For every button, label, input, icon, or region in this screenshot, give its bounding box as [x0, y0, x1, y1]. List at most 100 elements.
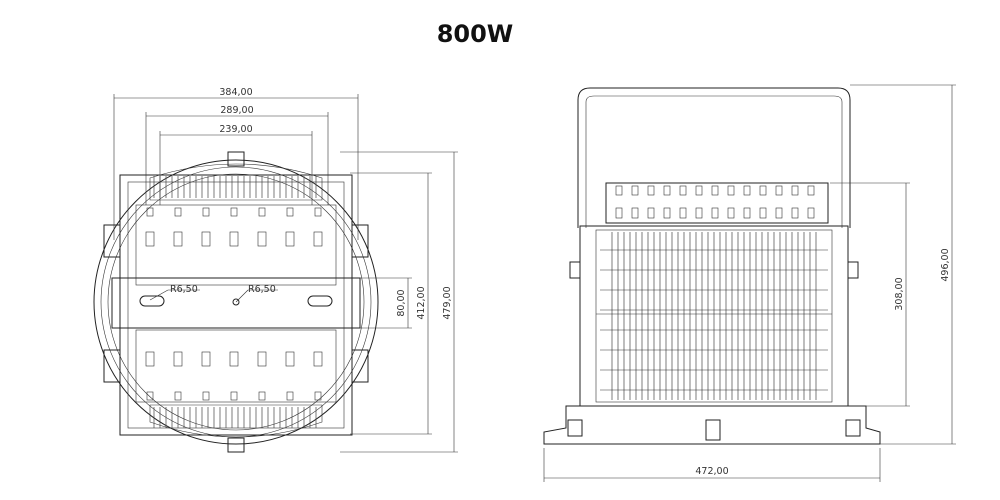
module-tab: [258, 207, 266, 217]
top-slot: [727, 185, 735, 196]
side-base: [543, 405, 881, 445]
module-slot: [313, 231, 323, 247]
top-slot: [647, 185, 655, 196]
side-view: 308,00 496,00 472,00: [543, 84, 956, 482]
module-slot: [201, 231, 211, 247]
clamp-top: [227, 151, 245, 167]
dim-width-overall: 384,00: [219, 87, 252, 98]
clamp-right-top: [351, 224, 369, 258]
top-slot: [727, 207, 735, 219]
module-slot: [145, 351, 155, 367]
handle-inner: [585, 95, 843, 228]
module-tab: [202, 391, 210, 401]
clamp-left-bottom: [103, 349, 121, 383]
bottom-fin-band: [149, 404, 323, 438]
side-dimensions: [543, 84, 956, 482]
clamp-right-bottom: [351, 349, 369, 383]
side-fins: [600, 232, 828, 400]
module-slot: [257, 231, 267, 247]
dim-side-overall-height: 496,00: [940, 248, 951, 281]
module-slot: [313, 351, 323, 367]
top-slot: [615, 185, 623, 196]
module-slots: [145, 207, 323, 401]
module-tab: [286, 391, 294, 401]
top-slot: [775, 207, 783, 219]
clamp-left-top: [103, 224, 121, 258]
housing-outer-ring: [93, 159, 379, 445]
module-slot: [173, 351, 183, 367]
knob-left: [569, 261, 581, 279]
lower-module: [135, 329, 337, 403]
module-tab: [314, 391, 322, 401]
top-slot: [679, 207, 687, 219]
base-left-clamp: [567, 419, 583, 437]
module-tab: [230, 391, 238, 401]
drawing-title: 800W: [436, 20, 514, 48]
top-slot: [711, 207, 719, 219]
dim-width-inner: 239,00: [219, 124, 252, 135]
top-fin-band: [149, 163, 323, 201]
base-right-clamp: [845, 419, 861, 437]
module-tab: [202, 207, 210, 217]
top-fins: [153, 176, 317, 198]
module-tab: [146, 391, 154, 401]
module-tab: [174, 207, 182, 217]
upper-module: [135, 204, 337, 286]
module-slot: [201, 351, 211, 367]
module-tab: [314, 207, 322, 217]
top-slot: [695, 207, 703, 219]
top-slot: [775, 185, 783, 196]
top-slot: [807, 185, 815, 196]
front-width-dimensions: [113, 94, 458, 453]
module-slot: [285, 231, 295, 247]
clamp-bottom: [227, 437, 245, 453]
base-center-clamp: [705, 419, 721, 441]
top-slot: [807, 207, 815, 219]
module-slot: [257, 351, 267, 367]
top-slot: [615, 207, 623, 219]
housing-bezel: [107, 173, 365, 431]
bracket-slot-left: [139, 295, 165, 307]
top-slot: [631, 207, 639, 219]
dim-width-mid: 289,00: [220, 105, 253, 116]
knob-right: [847, 261, 859, 279]
dim-base-width: 472,00: [695, 466, 728, 477]
top-slot: [791, 207, 799, 219]
top-slot: [743, 207, 751, 219]
top-slot: [631, 185, 639, 196]
bottom-fins: [153, 407, 317, 428]
front-frame-inner: [127, 181, 345, 429]
module-tab: [258, 391, 266, 401]
top-slot: [647, 207, 655, 219]
module-tab: [230, 207, 238, 217]
bracket-center-hole: [232, 298, 240, 306]
top-slot: [711, 185, 719, 196]
module-tab: [286, 207, 294, 217]
label-radius-right: R6,50: [248, 284, 276, 295]
top-slot: [679, 185, 687, 196]
module-slot: [229, 351, 239, 367]
top-slot: [695, 185, 703, 196]
bracket-slot-right: [307, 295, 333, 307]
module-tab: [174, 391, 182, 401]
handle-outer: [577, 87, 851, 228]
label-radius-left: R6,50: [170, 284, 198, 295]
dim-slot-height: 80,00: [396, 289, 407, 316]
top-slot: [663, 185, 671, 196]
front-view: 384,00 289,00 239,00 R6,50 R6,50 80,00 4…: [93, 87, 458, 453]
dim-height-inner: 412,00: [416, 286, 427, 319]
module-slot: [285, 351, 295, 367]
side-body-inner: [595, 229, 833, 403]
top-slot: [743, 185, 751, 196]
module-tab: [146, 207, 154, 217]
module-slot: [145, 231, 155, 247]
dim-height-overall: 479,00: [442, 286, 453, 319]
dim-side-body-height: 308,00: [894, 277, 905, 310]
mounting-bracket: [111, 277, 361, 329]
top-fin-slots: [615, 185, 815, 219]
front-frame: [119, 174, 353, 436]
top-slot: [759, 185, 767, 196]
module-slot: [229, 231, 239, 247]
module-slot: [173, 231, 183, 247]
